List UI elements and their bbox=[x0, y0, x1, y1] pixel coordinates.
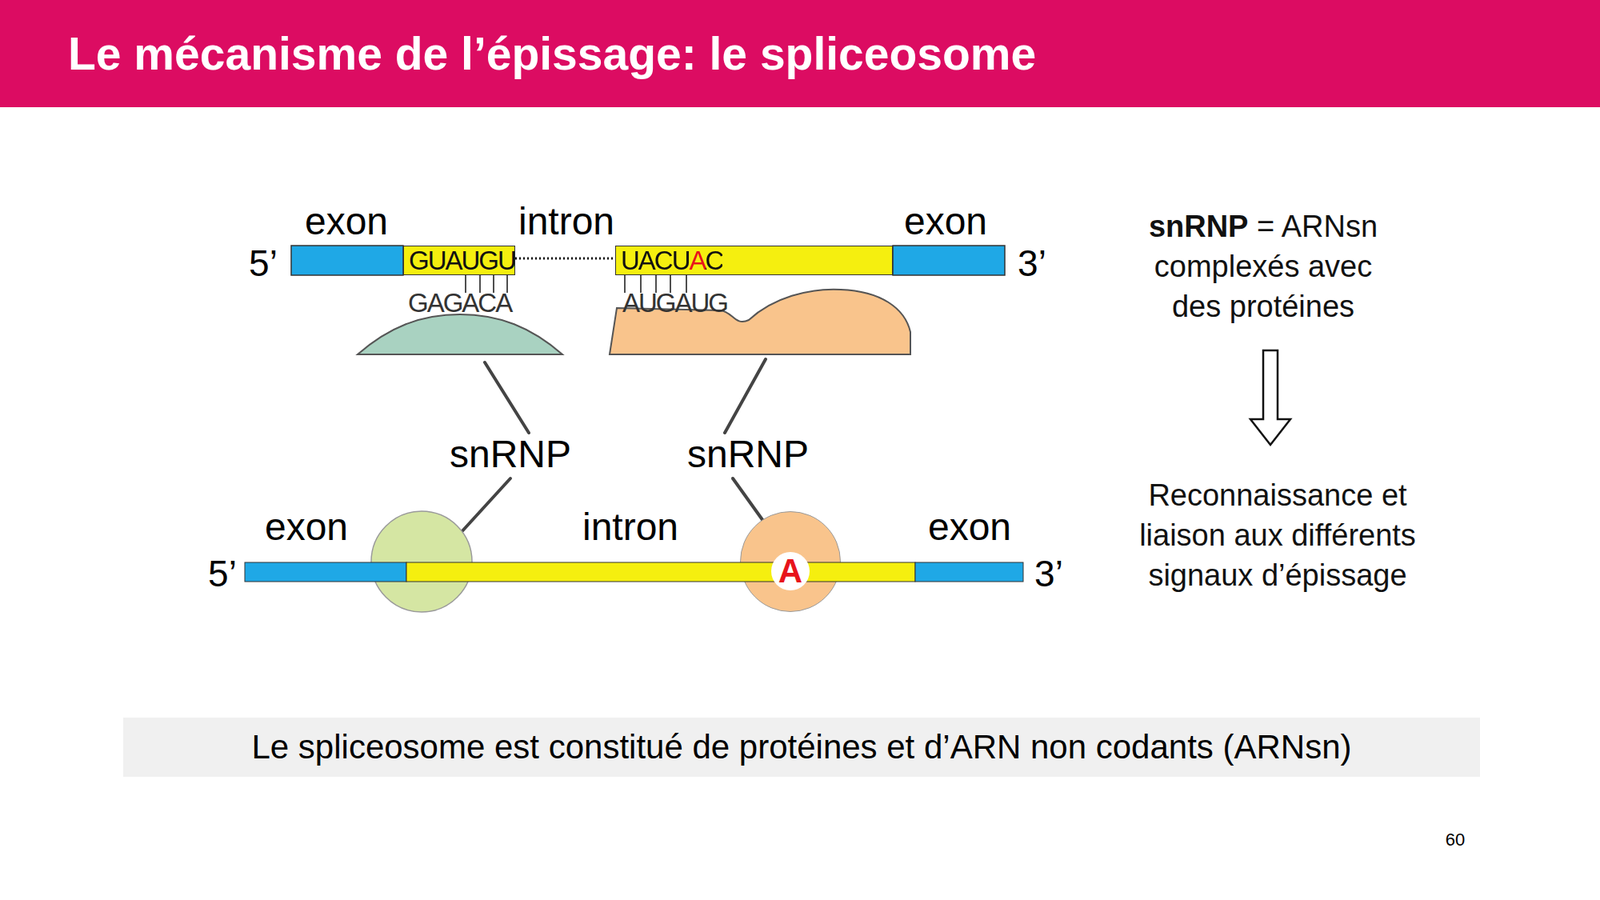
region-label: exon bbox=[928, 506, 1012, 549]
function-text: Reconnaissance et liaison aux différents… bbox=[1113, 475, 1442, 596]
end-label: 5’ bbox=[248, 243, 278, 284]
exon-bar bbox=[291, 245, 404, 276]
region-label: exon bbox=[304, 200, 388, 244]
snrnp-shape: AUGAUG bbox=[608, 288, 912, 356]
region-label: intron bbox=[518, 200, 615, 244]
exon-bar bbox=[892, 245, 1005, 276]
note-text: Reconnaissance et liaison aux différents… bbox=[1113, 475, 1442, 596]
end-label: 3’ bbox=[1017, 243, 1047, 284]
region-label: exon bbox=[264, 506, 348, 549]
end-label: 3’ bbox=[1034, 553, 1064, 595]
term-text: snRNP bbox=[1148, 209, 1249, 244]
region-label: intron bbox=[582, 506, 679, 549]
part-label: snRNP bbox=[449, 433, 572, 476]
splice-site-segment: GUAUGU bbox=[403, 245, 516, 276]
snrnp-dome: GAGACA bbox=[356, 289, 564, 356]
snrnp-body bbox=[609, 289, 911, 355]
caption-text: Le spliceosome est constitué de protéine… bbox=[123, 717, 1480, 777]
snrnp-circle: A bbox=[740, 511, 841, 612]
exon-bar bbox=[915, 562, 1024, 582]
region-label: exon bbox=[904, 200, 988, 244]
slide-title: Le mécanisme de l’épissage: le spliceoso… bbox=[68, 0, 1036, 108]
snrnp-circle bbox=[371, 511, 472, 612]
caption-band bbox=[123, 717, 1480, 777]
part-label: snRNP bbox=[687, 433, 809, 476]
branch-site-segment: UACUAC bbox=[615, 245, 893, 276]
exon-bar bbox=[244, 562, 407, 582]
title-band bbox=[0, 0, 1600, 108]
intron-dotted-line bbox=[515, 257, 613, 260]
page-number: 60 bbox=[1445, 830, 1465, 850]
definition-text: snRNP= ARNsn complexés avec des protéine… bbox=[1135, 206, 1392, 327]
snrnp-body bbox=[357, 314, 563, 355]
branch-point-a: A bbox=[771, 552, 810, 591]
end-label: 5’ bbox=[208, 553, 237, 595]
sequence-text: GAGACA bbox=[408, 289, 512, 317]
hollow-arrow bbox=[1250, 350, 1291, 445]
sequence-text: AUGAUG bbox=[622, 289, 728, 317]
sequence-text: GUAUGU bbox=[408, 247, 516, 275]
sequence-text: UACUAC bbox=[620, 247, 723, 275]
